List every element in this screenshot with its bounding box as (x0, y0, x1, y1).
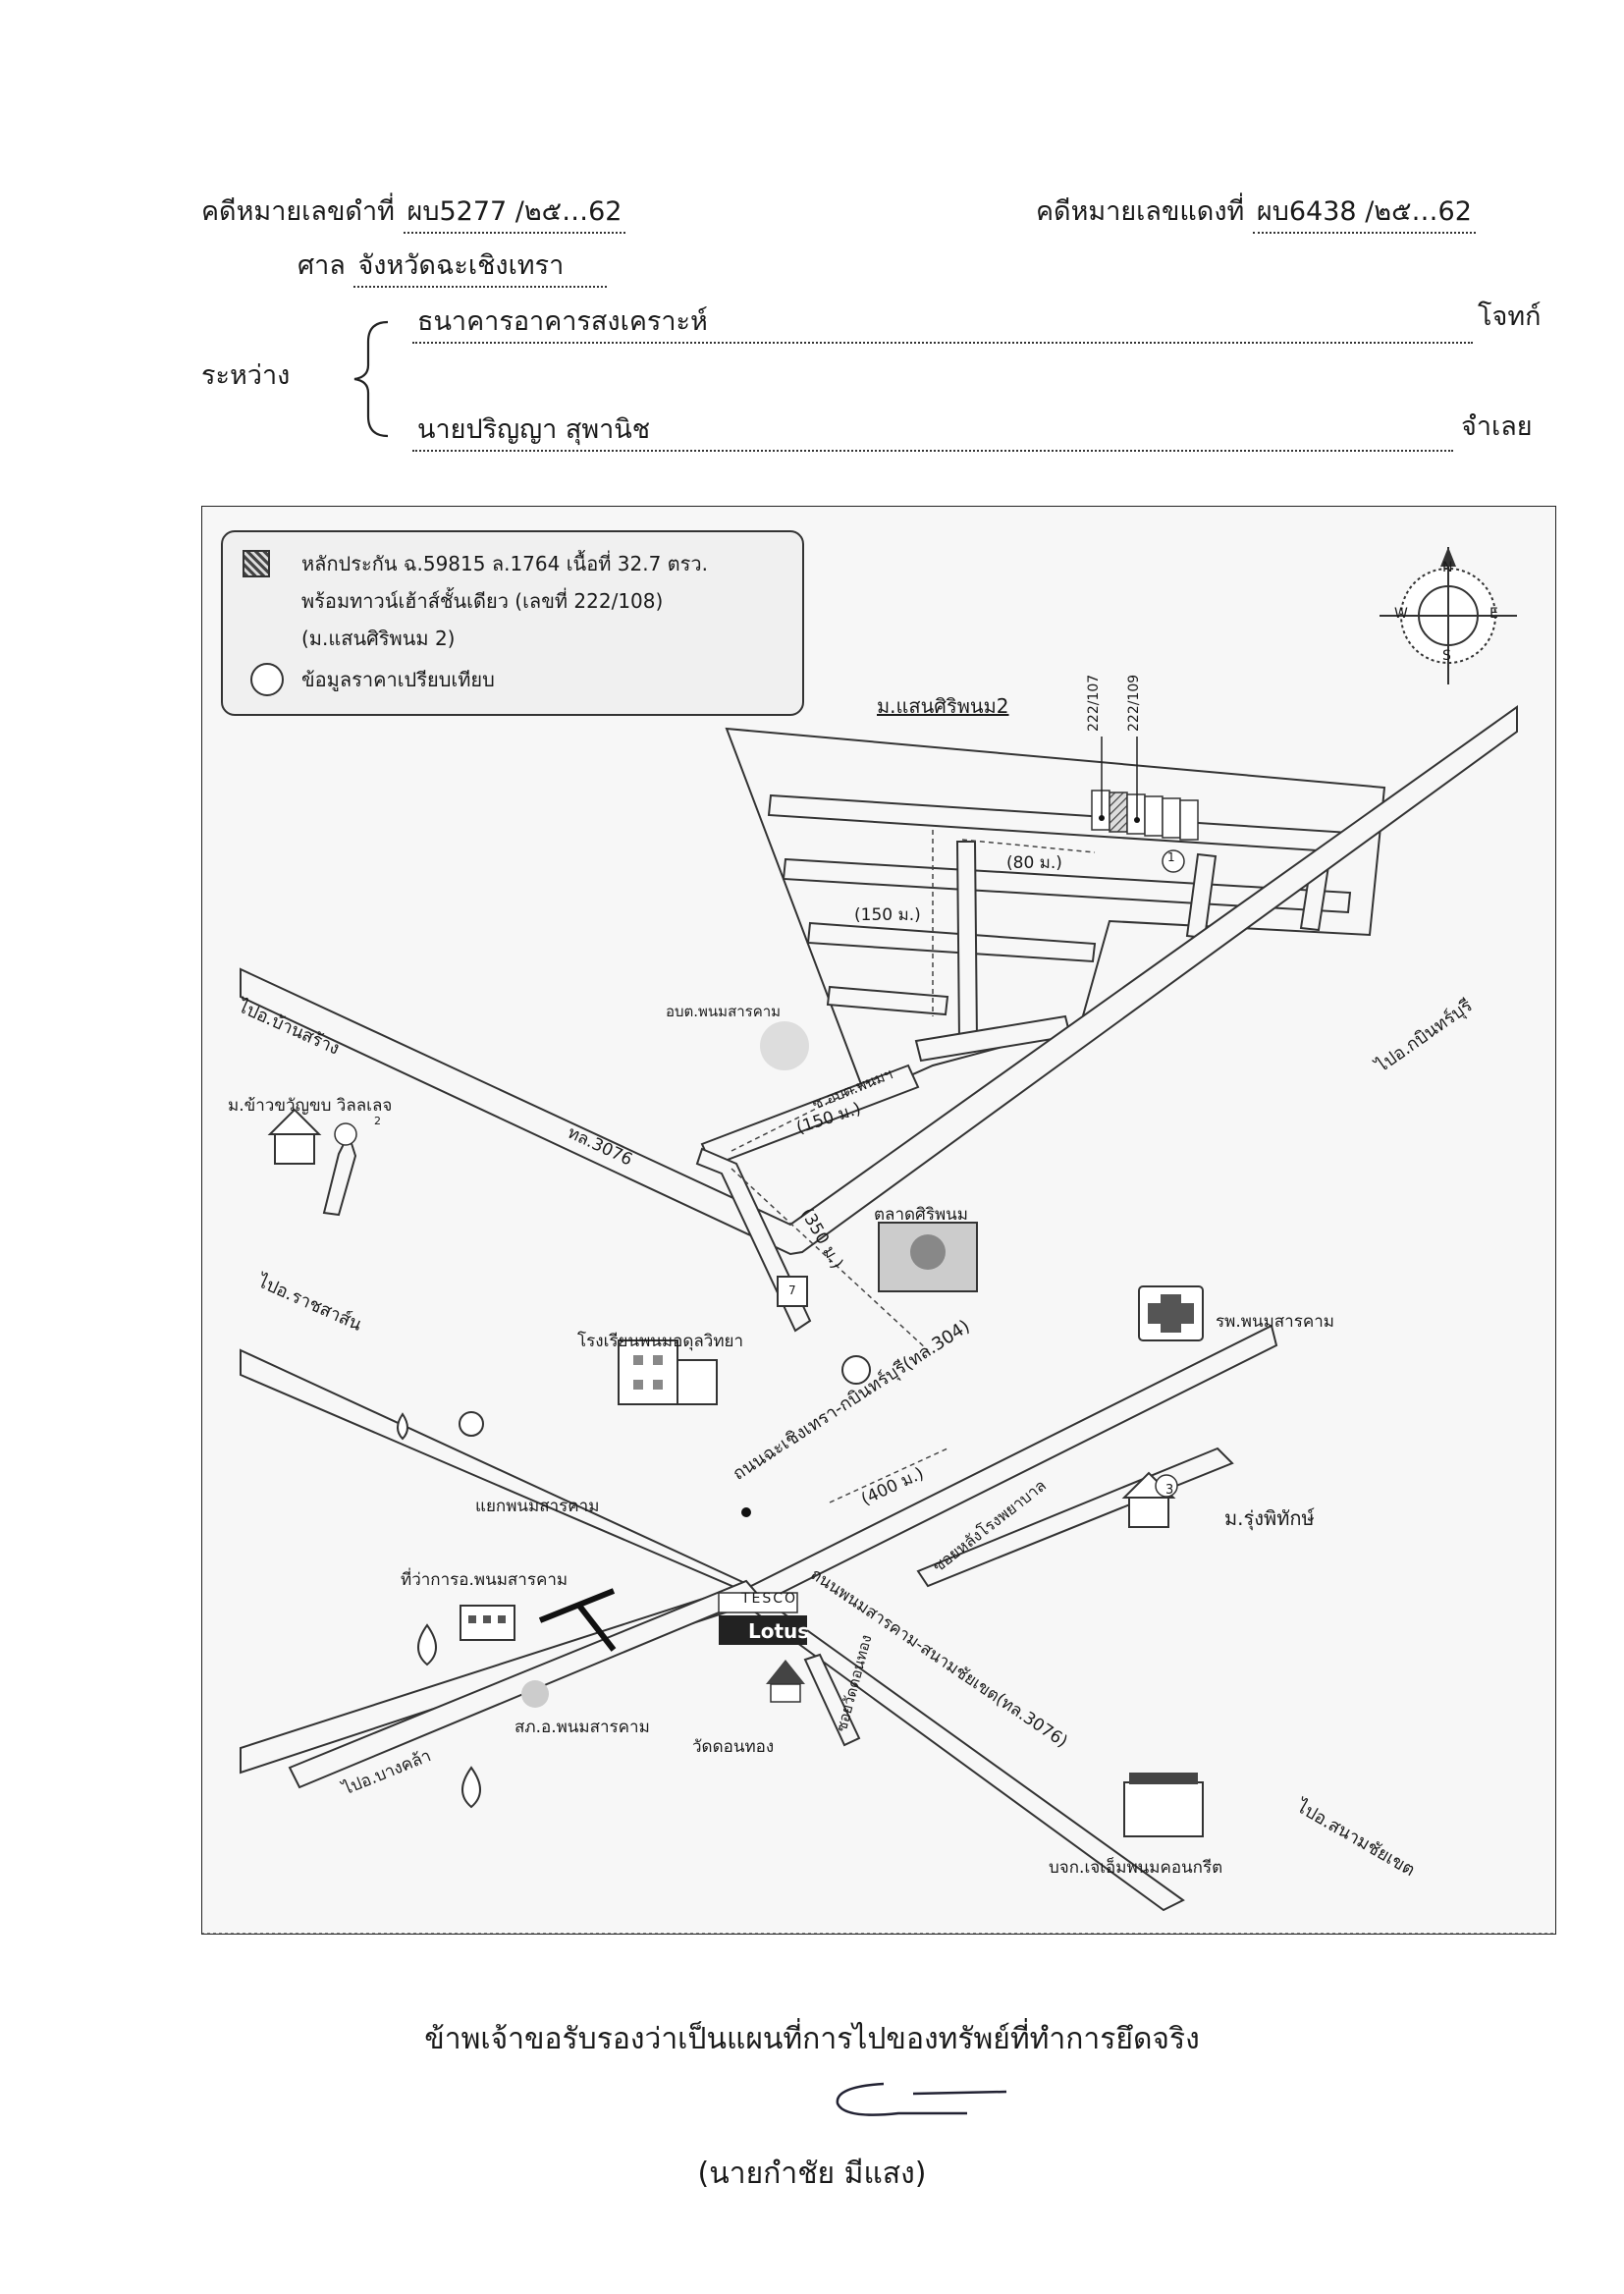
intersection-dot (741, 1507, 751, 1517)
marker-3-label: 3 (1165, 1483, 1174, 1498)
district-office-icon (460, 1605, 515, 1641)
temple-icon (766, 1660, 805, 1703)
legend-line-1: หลักประกัน ฉ.59815 ล.1764 เนื้อที่ 32.7 … (301, 552, 708, 575)
seven-eleven-icon (777, 1276, 808, 1307)
legend-line-2: พร้อมทาวน์เฮ้าส์ชั้นเดียว (เลขที่ 222/10… (301, 589, 664, 613)
defendant-line: นายปริญญา สุพานิช (412, 408, 1453, 452)
legend-line-3: (ม.แสนศิริพนม 2) (301, 627, 456, 650)
village-label: ม.แสนศิริพนม2 (877, 694, 1009, 718)
house-icon-3 (1121, 1471, 1178, 1528)
court-value: จังหวัดฉะเชิงเทรา (353, 244, 608, 288)
police-label: สภ.อ.พนมสารคาม (514, 1718, 650, 1737)
sao-marker (760, 1021, 809, 1070)
red-case-line: คดีหมายเลขแดงที่ ผบ6438 /๒๕…62 (1036, 190, 1476, 234)
plaintiff-line: ธนาคารอาคารสงเคราะห์ (412, 300, 1473, 344)
seven-label: 7 (788, 1284, 796, 1297)
defendant-name: นายปริญญา สุพานิช (417, 414, 651, 445)
marker-1-label: 1 (1167, 850, 1175, 864)
school-icon (618, 1339, 718, 1405)
sao-label: อบต.พนมสารคาม (666, 1003, 782, 1020)
brace (353, 320, 389, 438)
village-streets (767, 793, 1352, 1063)
marker-2-label: 2 (374, 1115, 381, 1127)
police-marker (521, 1680, 549, 1708)
certification-text: ข้าพเจ้าขอรับรองว่าเป็นแผนที่การไปของทรั… (424, 2022, 1200, 2056)
house-label-a: 222/107 (1086, 674, 1102, 732)
compass-rose-icon (1380, 547, 1517, 684)
main-roads (240, 705, 1518, 1912)
townhouse-block (1091, 737, 1199, 841)
rungphithak-label: ม.รุ่งพิทักษ์ (1224, 1506, 1315, 1530)
comparison-marker-1 (1162, 849, 1185, 873)
plaintiff-name: ธนาคารอาคารสงเคราะห์ (417, 306, 708, 337)
signer-name: (นายกำชัย มีแสง) (697, 2157, 927, 2191)
intersection-label: แยกพนมสารคาม (475, 1497, 600, 1516)
lotus-label: Lotus (748, 1619, 810, 1643)
black-case-line: คดีหมายเลขดำที่ ผบ5277 /๒๕…62 (201, 190, 626, 234)
collateral-parcel (1109, 792, 1128, 833)
house-label-b: 222/109 (1126, 674, 1142, 732)
legend-box: หลักประกัน ฉ.59815 ล.1764 เนื้อที่ 32.7 … (221, 530, 804, 716)
house-icon-2 (267, 1108, 357, 1165)
compass-w: W (1394, 606, 1408, 622)
black-case-label: คดีหมายเลขดำที่ (201, 196, 395, 227)
khaokhwan-label: ม.ข้าวขวัญขบ วิลลเลจ (228, 1096, 393, 1116)
compass-s: S (1442, 648, 1451, 664)
court-label: ศาล (298, 250, 346, 281)
school-label: โรงเรียนพนมอดุลวิทยา (577, 1332, 744, 1351)
hatch-swatch (243, 550, 270, 577)
district-office-label: ที่ว่าการอ.พนมสารคาม (401, 1570, 568, 1590)
distance-lines (731, 830, 1096, 1503)
defendant-role: จำเลย (1461, 411, 1533, 442)
market-label: ตลาดศิริพนม (874, 1205, 968, 1225)
distance-80: (80 ม.) (1006, 853, 1062, 873)
compass-n: N (1442, 560, 1453, 575)
comparison-circle-icon (250, 663, 284, 696)
between-label: ระหว่าง (201, 360, 291, 391)
tesco-label: TESCO (741, 1591, 798, 1607)
court-line: ศาล จังหวัดฉะเชิงเทรา (298, 244, 608, 288)
compass-e: E (1489, 606, 1498, 622)
legend-line-4: ข้อมูลราคาเปรียบเทียบ (301, 668, 495, 691)
gas-station-icons (397, 1355, 871, 1809)
location-map (201, 506, 1556, 1935)
black-case-number: ผบ5277 /๒๕…62 (403, 190, 626, 234)
hospital-label: รพ.พนมสารคาม (1216, 1312, 1334, 1332)
wat-label: วัดดอนทอง (692, 1737, 775, 1757)
signature-mark (836, 2082, 1007, 2116)
plaintiff-role: โจทก์ (1478, 301, 1542, 332)
factory-icon (1123, 1773, 1204, 1837)
distance-150a: (150 ม.) (854, 905, 921, 925)
red-case-number: ผบ6438 /๒๕…62 (1252, 190, 1476, 234)
market-icon (878, 1222, 978, 1292)
hospital-icon (1138, 1285, 1204, 1341)
concrete-label: บจก.เจเอ็มพนมคอนกรีต (1049, 1858, 1223, 1878)
tesco-lotus-sign (718, 1592, 807, 1645)
red-case-label: คดีหมายเลขแดงที่ (1036, 196, 1245, 227)
